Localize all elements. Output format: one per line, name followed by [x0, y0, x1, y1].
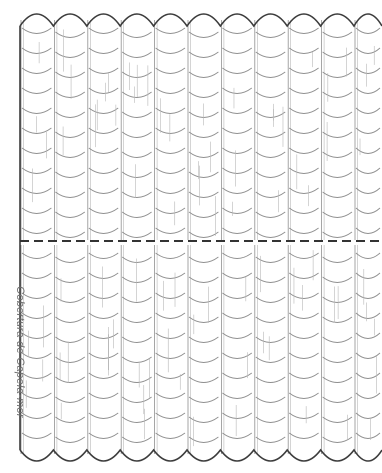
lower-tile-column: [254, 245, 286, 454]
upper-tile-column: [120, 20, 152, 240]
upper-tile-column: [287, 20, 319, 240]
lower-tile-column: [87, 245, 119, 454]
scalloped-top-edge: [19, 13, 382, 28]
upper-tile-column: [220, 20, 253, 240]
upper-tile-column: [54, 20, 86, 240]
scalloped-bottom-edge: [19, 448, 382, 462]
lower-tile-column: [354, 245, 381, 454]
upper-tile-column: [321, 20, 353, 240]
lower-panel: [20, 245, 381, 454]
upper-panel: [20, 20, 381, 240]
lower-tile-column: [120, 245, 152, 454]
upper-tile-column: [20, 20, 52, 240]
bottom-scallop-outline: [19, 448, 382, 462]
lower-tile-column: [20, 245, 52, 454]
lower-tile-column: [187, 245, 219, 454]
side-label: Cobertura de Capela-mor: [14, 286, 26, 418]
lower-tile-column: [220, 245, 253, 454]
upper-tile-column: [154, 20, 186, 240]
lower-tile-column: [321, 245, 353, 454]
upper-tile-column: [187, 20, 219, 240]
upper-tile-column: [254, 20, 286, 240]
upper-tile-column: [354, 20, 381, 240]
lower-tile-column: [54, 245, 86, 454]
top-scallop-outline: [19, 13, 382, 28]
upper-tile-column: [87, 20, 119, 240]
lower-tile-column: [154, 245, 186, 454]
lower-tile-column: [287, 245, 319, 454]
